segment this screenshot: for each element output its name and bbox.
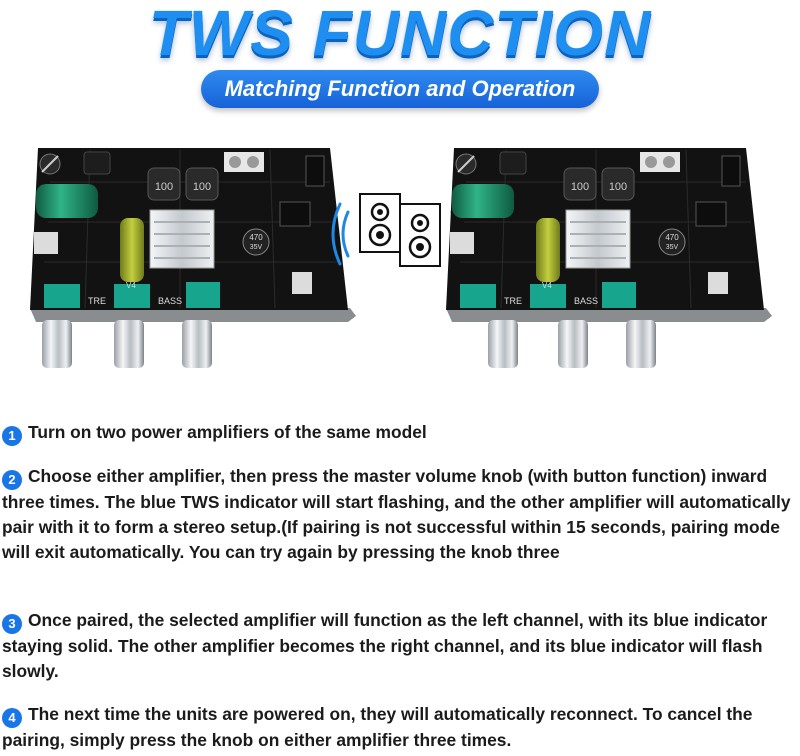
step-1: 1 Turn on two power amplifiers of the sam… bbox=[2, 420, 798, 446]
bass-label: BASS bbox=[574, 296, 598, 306]
step-text: The next time the units are powered on, … bbox=[2, 704, 753, 750]
inductor-label: 100 bbox=[155, 181, 173, 193]
step-number-badge: 2 bbox=[2, 470, 22, 490]
inductor-label: 100 bbox=[193, 181, 211, 193]
page-title: TWS FUNCTION bbox=[148, 0, 652, 69]
step-number-badge: 3 bbox=[2, 614, 22, 634]
amplifier-board-left: 100 100 470 35V TRE BASS V4 bbox=[30, 142, 360, 379]
step-number-badge: 4 bbox=[2, 708, 22, 728]
cap-label: 470 bbox=[665, 233, 679, 242]
cap-label: 470 bbox=[249, 233, 263, 242]
amplifier-board-right: 100 100 470 35V TRE BASS V4 bbox=[446, 142, 776, 379]
bass-label: BASS bbox=[158, 296, 182, 306]
cap-label: 35V bbox=[666, 244, 679, 251]
v4-label: V4 bbox=[126, 281, 136, 290]
tre-label: TRE bbox=[88, 296, 106, 306]
v4-label: V4 bbox=[542, 281, 552, 290]
subtitle-banner: Matching Function and Operation bbox=[201, 70, 599, 108]
step-number-badge: 1 bbox=[2, 426, 22, 446]
tre-label: TRE bbox=[504, 296, 522, 306]
inductor-label: 100 bbox=[609, 181, 627, 193]
step-text: Turn on two power amplifiers of the same… bbox=[28, 422, 427, 442]
cap-label: 35V bbox=[250, 244, 263, 251]
tws-pairing-graphic bbox=[326, 190, 474, 281]
step-text: Choose either amplifier, then press the … bbox=[2, 466, 791, 562]
inductor-label: 100 bbox=[571, 181, 589, 193]
speaker-icon bbox=[359, 193, 401, 253]
speaker-icon bbox=[399, 203, 441, 267]
step-text: Once paired, the selected amplifier will… bbox=[2, 610, 768, 681]
